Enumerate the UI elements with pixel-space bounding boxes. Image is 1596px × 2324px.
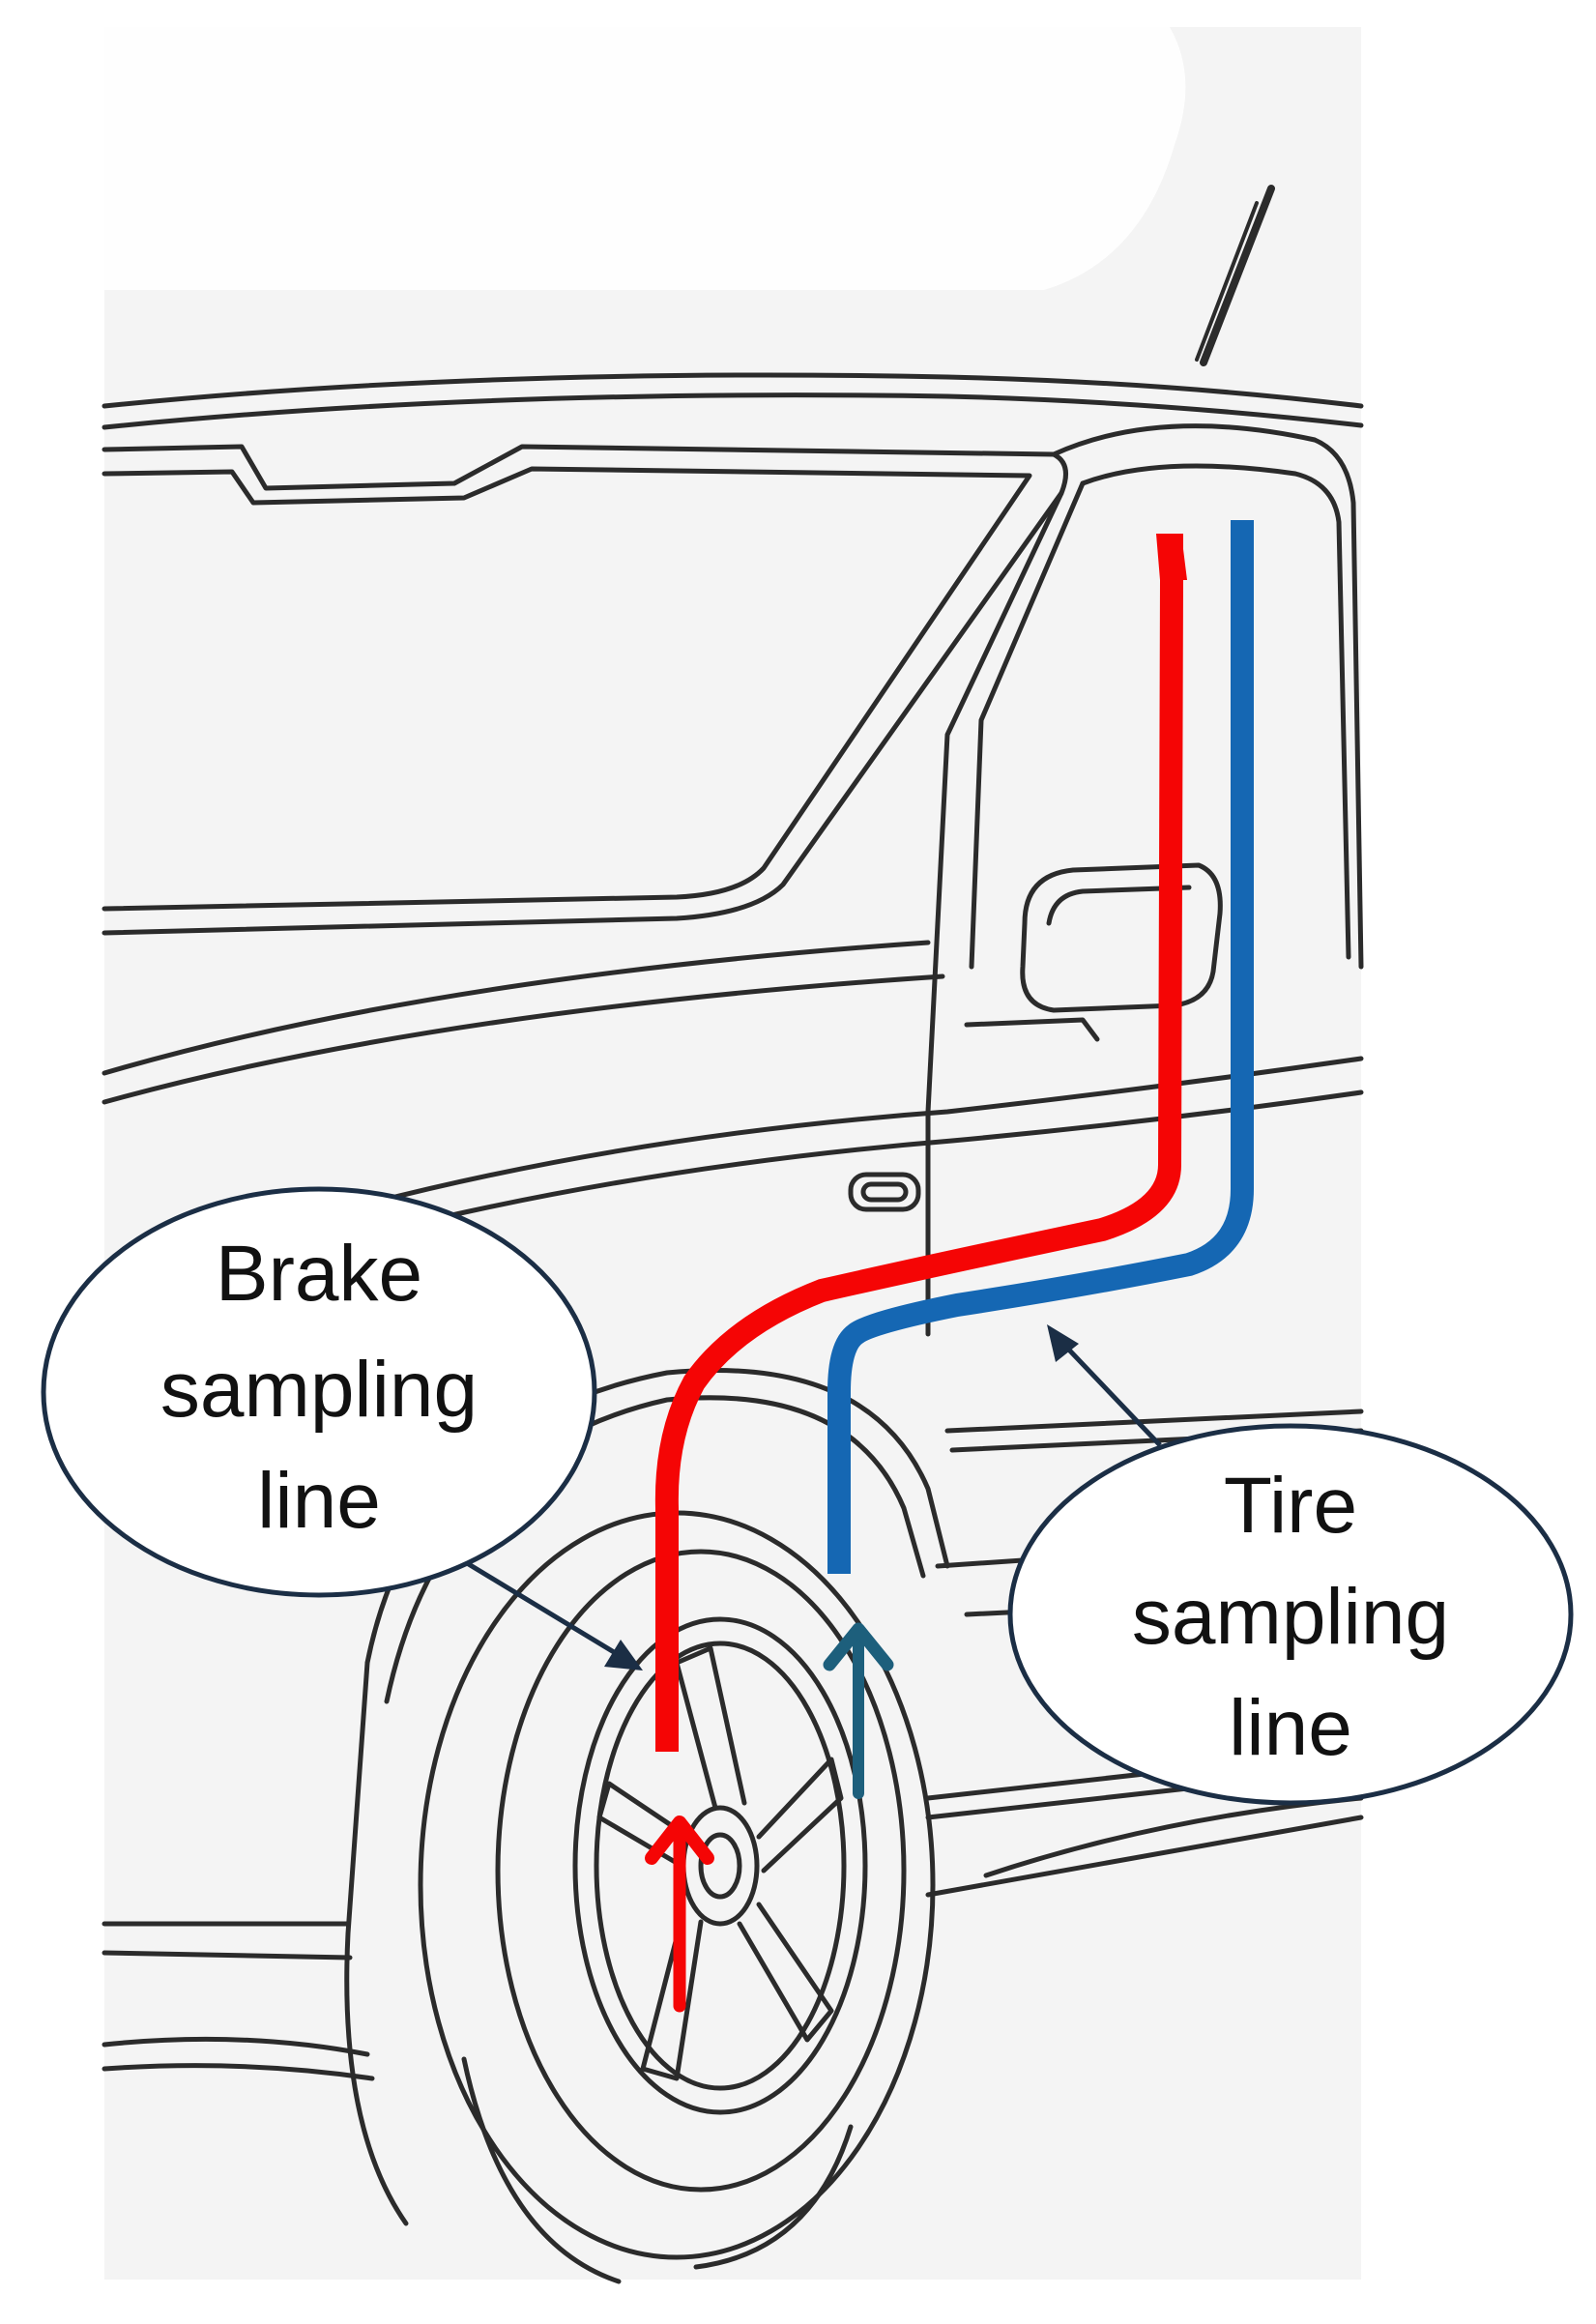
door-handle — [848, 1172, 921, 1212]
brake-callout-line-2: sampling — [160, 1346, 478, 1434]
tire-callout-line-3: line — [1229, 1684, 1352, 1772]
tire-callout: Tire sampling line — [1007, 1423, 1574, 1806]
backdrop — [104, 27, 1361, 2280]
tire-sampling-line — [827, 520, 1254, 1574]
a-pillar — [925, 423, 1364, 1337]
antenna — [1195, 185, 1275, 366]
brake-callout-bubble — [41, 1186, 597, 1598]
tire-callout-line-1: Tire — [1224, 1462, 1357, 1550]
side-mirror — [964, 862, 1223, 1042]
tire-callout-pointer — [1047, 1324, 1162, 1447]
tire-line-tube — [827, 520, 1254, 1574]
front-rim — [572, 1616, 868, 2115]
brake-sampling-line — [654, 534, 1187, 1752]
tire-callout-bubble — [1007, 1423, 1574, 1806]
car-outline — [102, 185, 1364, 2284]
tire-intake-arrow — [823, 1622, 894, 1799]
roof — [102, 372, 1364, 430]
brake-line-tube — [654, 534, 1183, 1752]
brake-line-cap — [1156, 534, 1187, 580]
tire-callout-line-2: sampling — [1132, 1573, 1449, 1661]
brake-callout-pointer — [438, 1544, 643, 1670]
brake-callout: Brake sampling line — [41, 1186, 597, 1598]
brake-callout-line-1: Brake — [216, 1230, 422, 1318]
brake-intake-arrow — [645, 1816, 714, 2013]
brake-callout-line-3: line — [257, 1457, 381, 1545]
